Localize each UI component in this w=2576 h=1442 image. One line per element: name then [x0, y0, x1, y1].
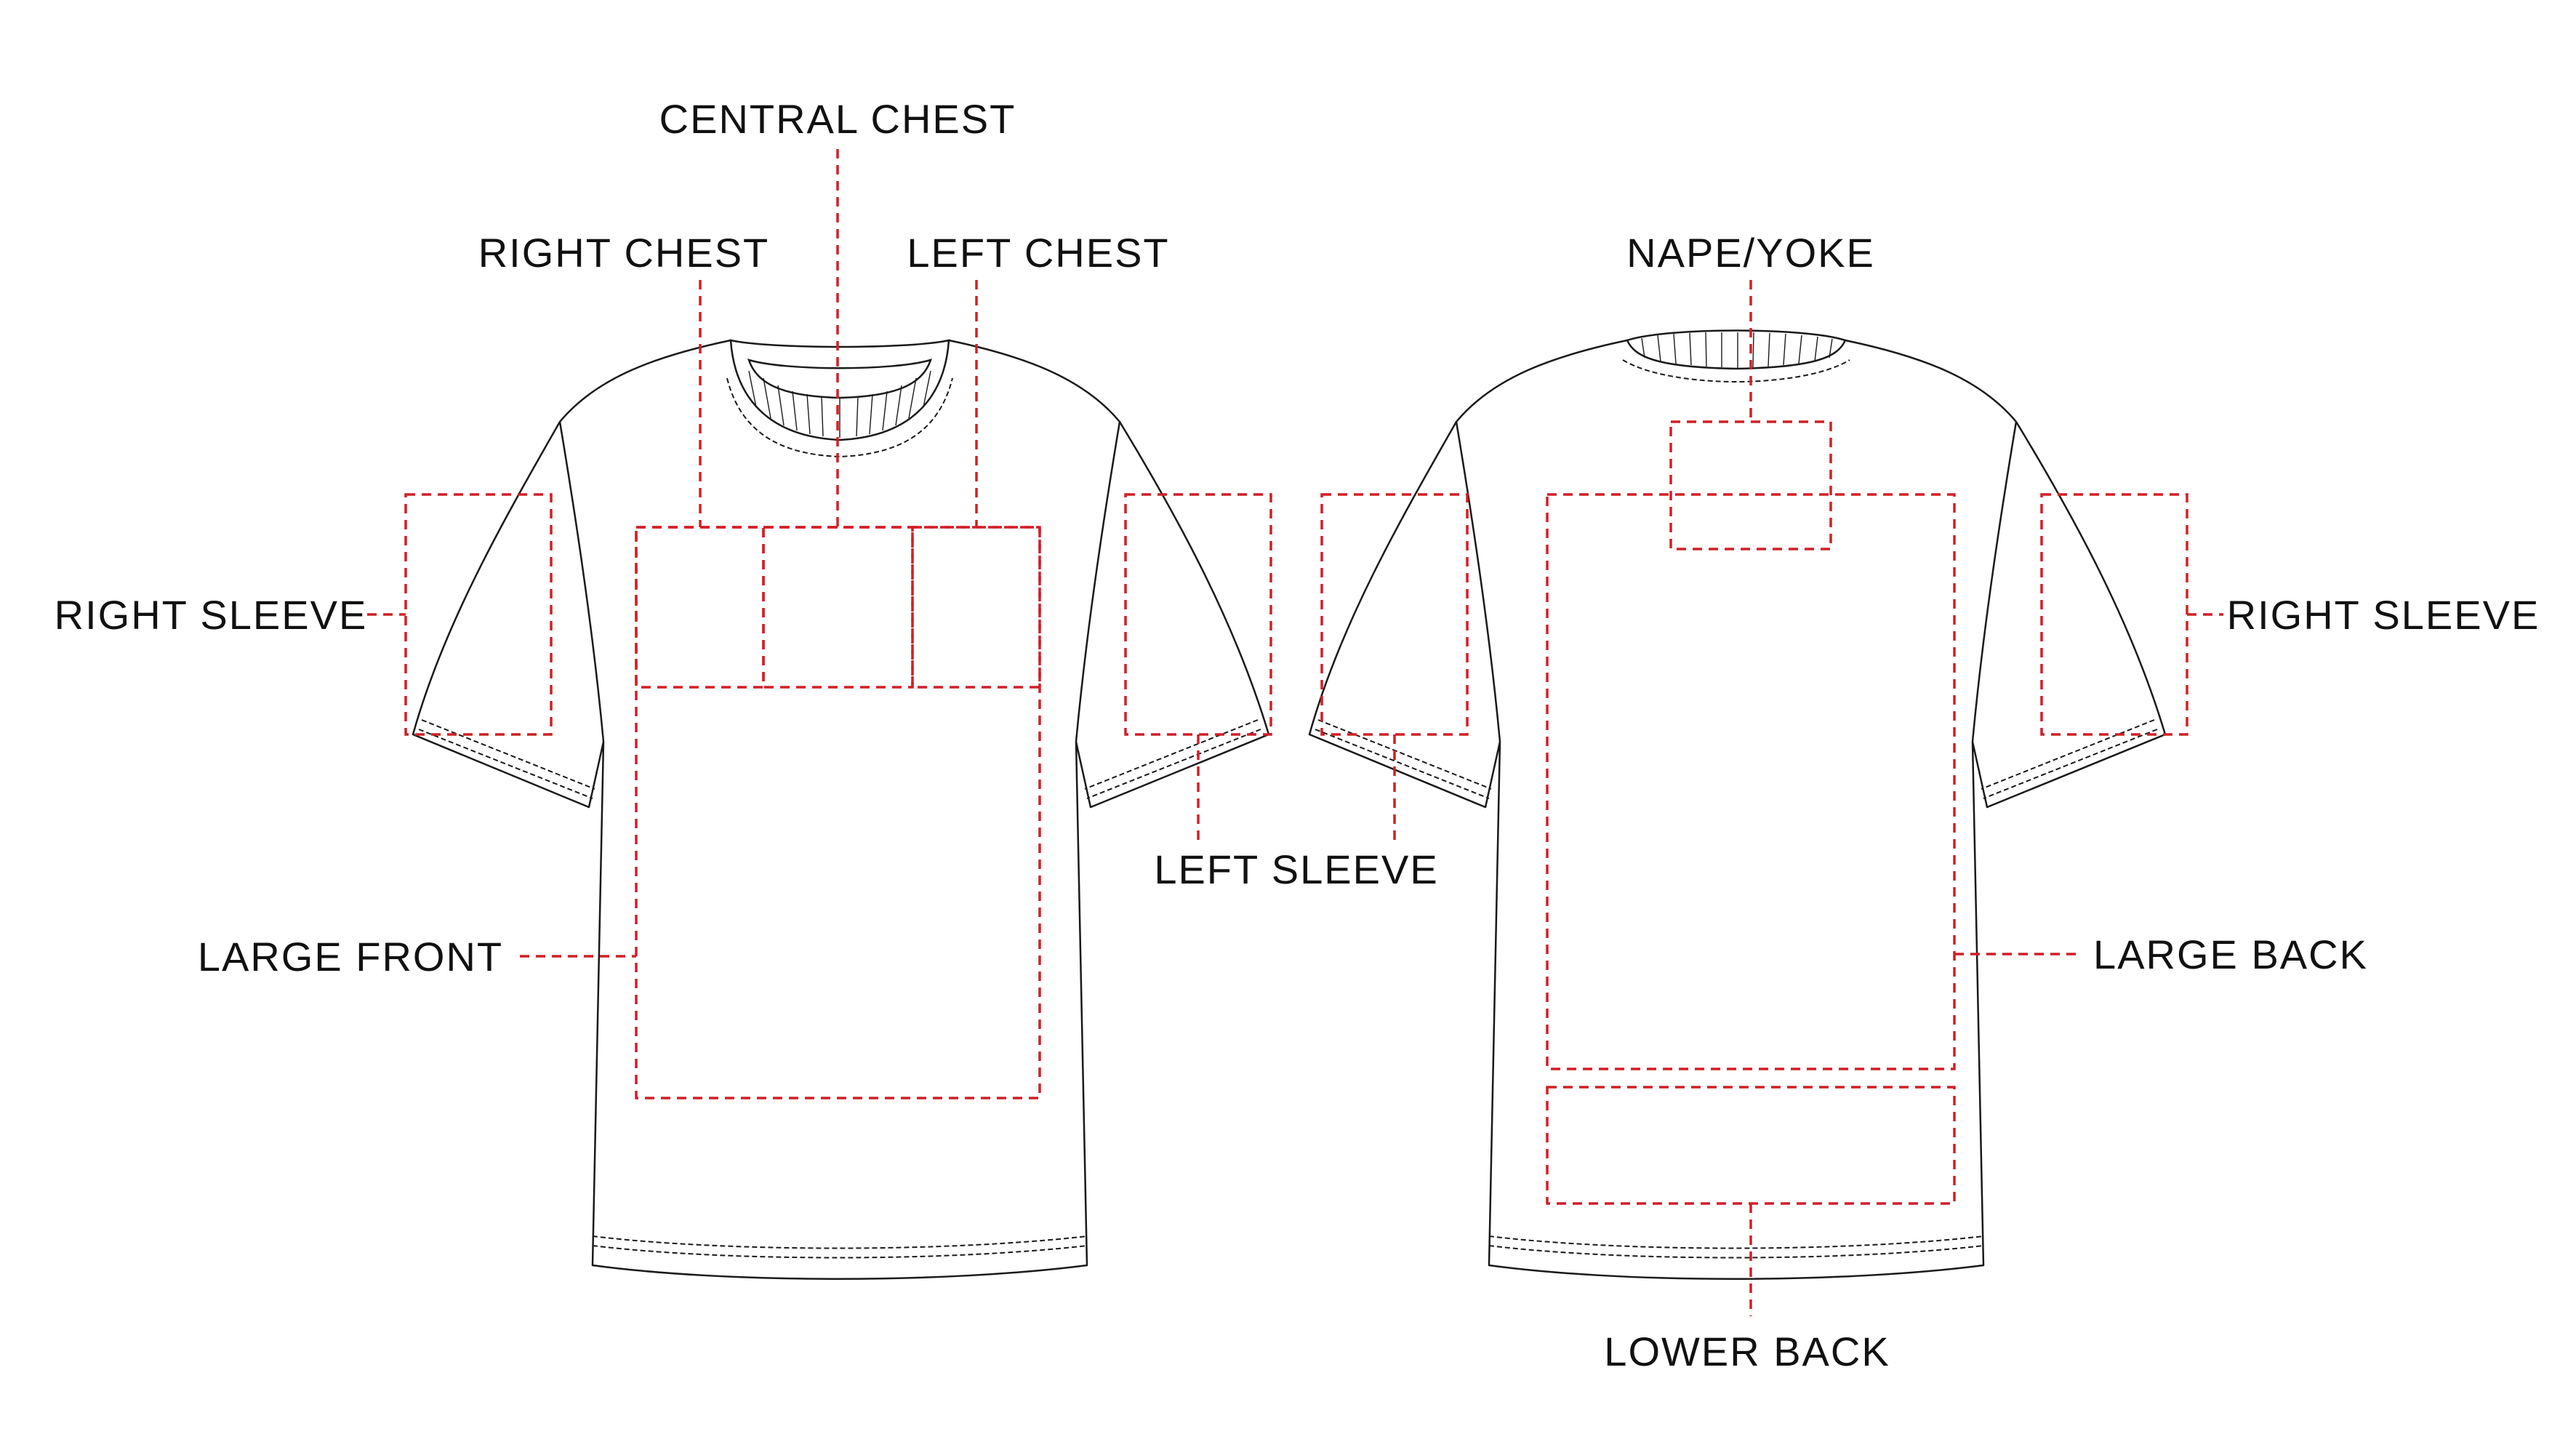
back-bottom-hem-stitch-2	[1488, 1245, 1984, 1259]
front-collar-inner	[747, 359, 932, 399]
front-right-sleeve-hem-stitch	[421, 719, 595, 790]
front-right-sleeve-hem-stitch-2	[418, 729, 593, 799]
front-bottom-hem-stitch	[592, 1235, 1088, 1249]
label-large-front: LARGE FRONT	[198, 934, 503, 980]
label-back-right-sleeve: RIGHT SLEEVE	[2227, 592, 2540, 638]
front-left-sleeve-hem-stitch	[1084, 719, 1259, 790]
label-left-sleeve: LEFT SLEEVE	[1154, 846, 1438, 892]
label-large-back: LARGE BACK	[2093, 932, 2368, 977]
back-right-sleeve-hem-stitch	[1981, 719, 2155, 790]
front-print-zones	[404, 493, 1272, 1099]
back-right-sleeve-hem-stitch-2	[1983, 729, 2158, 799]
back-bottom-hem-stitch	[1488, 1235, 1984, 1249]
back-collar-ribbing	[1641, 332, 1833, 368]
front-armhole-left	[558, 421, 605, 742]
back-tshirt	[1308, 329, 2167, 1280]
label-lower-back: LOWER BACK	[1604, 1329, 1890, 1374]
front-collar-ribbing	[748, 370, 931, 438]
label-right-chest: RIGHT CHEST	[478, 230, 770, 276]
back-collar-stitch	[1622, 359, 1850, 383]
zone-central-chest[interactable]	[762, 526, 914, 689]
front-left-sleeve-hem-stitch-2	[1086, 729, 1261, 799]
label-nape-yoke: NAPE/YOKE	[1626, 230, 1875, 276]
front-tshirt	[412, 339, 1270, 1280]
zone-back-left-sleeve[interactable]	[1320, 493, 1469, 736]
back-body-outline	[1308, 339, 2167, 1280]
front-bottom-hem-stitch-2	[592, 1245, 1088, 1259]
zone-large-front[interactable]	[635, 526, 1041, 1099]
front-armhole-right	[1075, 421, 1121, 742]
label-central-chest: CENTRAL CHEST	[659, 96, 1016, 142]
zone-large-back[interactable]	[1546, 493, 1956, 1070]
back-collar-rib	[1626, 329, 1847, 370]
back-left-sleeve-hem-stitch	[1317, 719, 1492, 790]
front-collar-stitch	[726, 377, 953, 458]
zone-front-left-sleeve[interactable]	[1124, 493, 1272, 736]
label-left-chest: LEFT CHEST	[907, 230, 1169, 276]
back-armhole-right	[1971, 421, 2018, 742]
label-front-right-sleeve: RIGHT SLEEVE	[55, 592, 368, 638]
labels: CENTRAL CHEST RIGHT CHEST LEFT CHEST RIG…	[55, 96, 2540, 1374]
zone-nape-yoke[interactable]	[1669, 420, 1832, 550]
leader-lines	[367, 149, 2223, 1316]
front-body-outline	[412, 339, 1270, 1280]
back-left-sleeve-hem-stitch-2	[1315, 729, 1490, 799]
zone-front-right-sleeve[interactable]	[404, 493, 553, 736]
